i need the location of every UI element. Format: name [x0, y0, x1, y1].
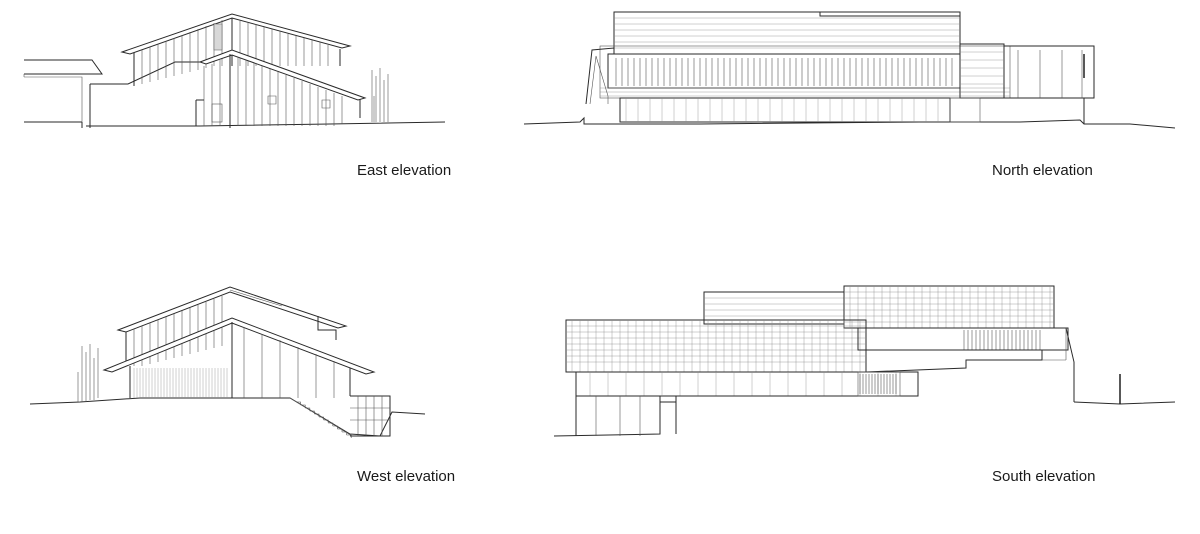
north-elevation-label: North elevation	[992, 162, 1093, 179]
south-elevation-drawing	[553, 285, 1176, 437]
west-elevation-label: West elevation	[357, 468, 456, 485]
south-elevation-label: South elevation	[992, 468, 1096, 485]
east-elevation-drawing	[23, 13, 446, 128]
west-elevation-drawing	[29, 286, 426, 438]
east-elevation-label: East elevation	[357, 162, 452, 179]
north-elevation-drawing	[523, 11, 1176, 129]
